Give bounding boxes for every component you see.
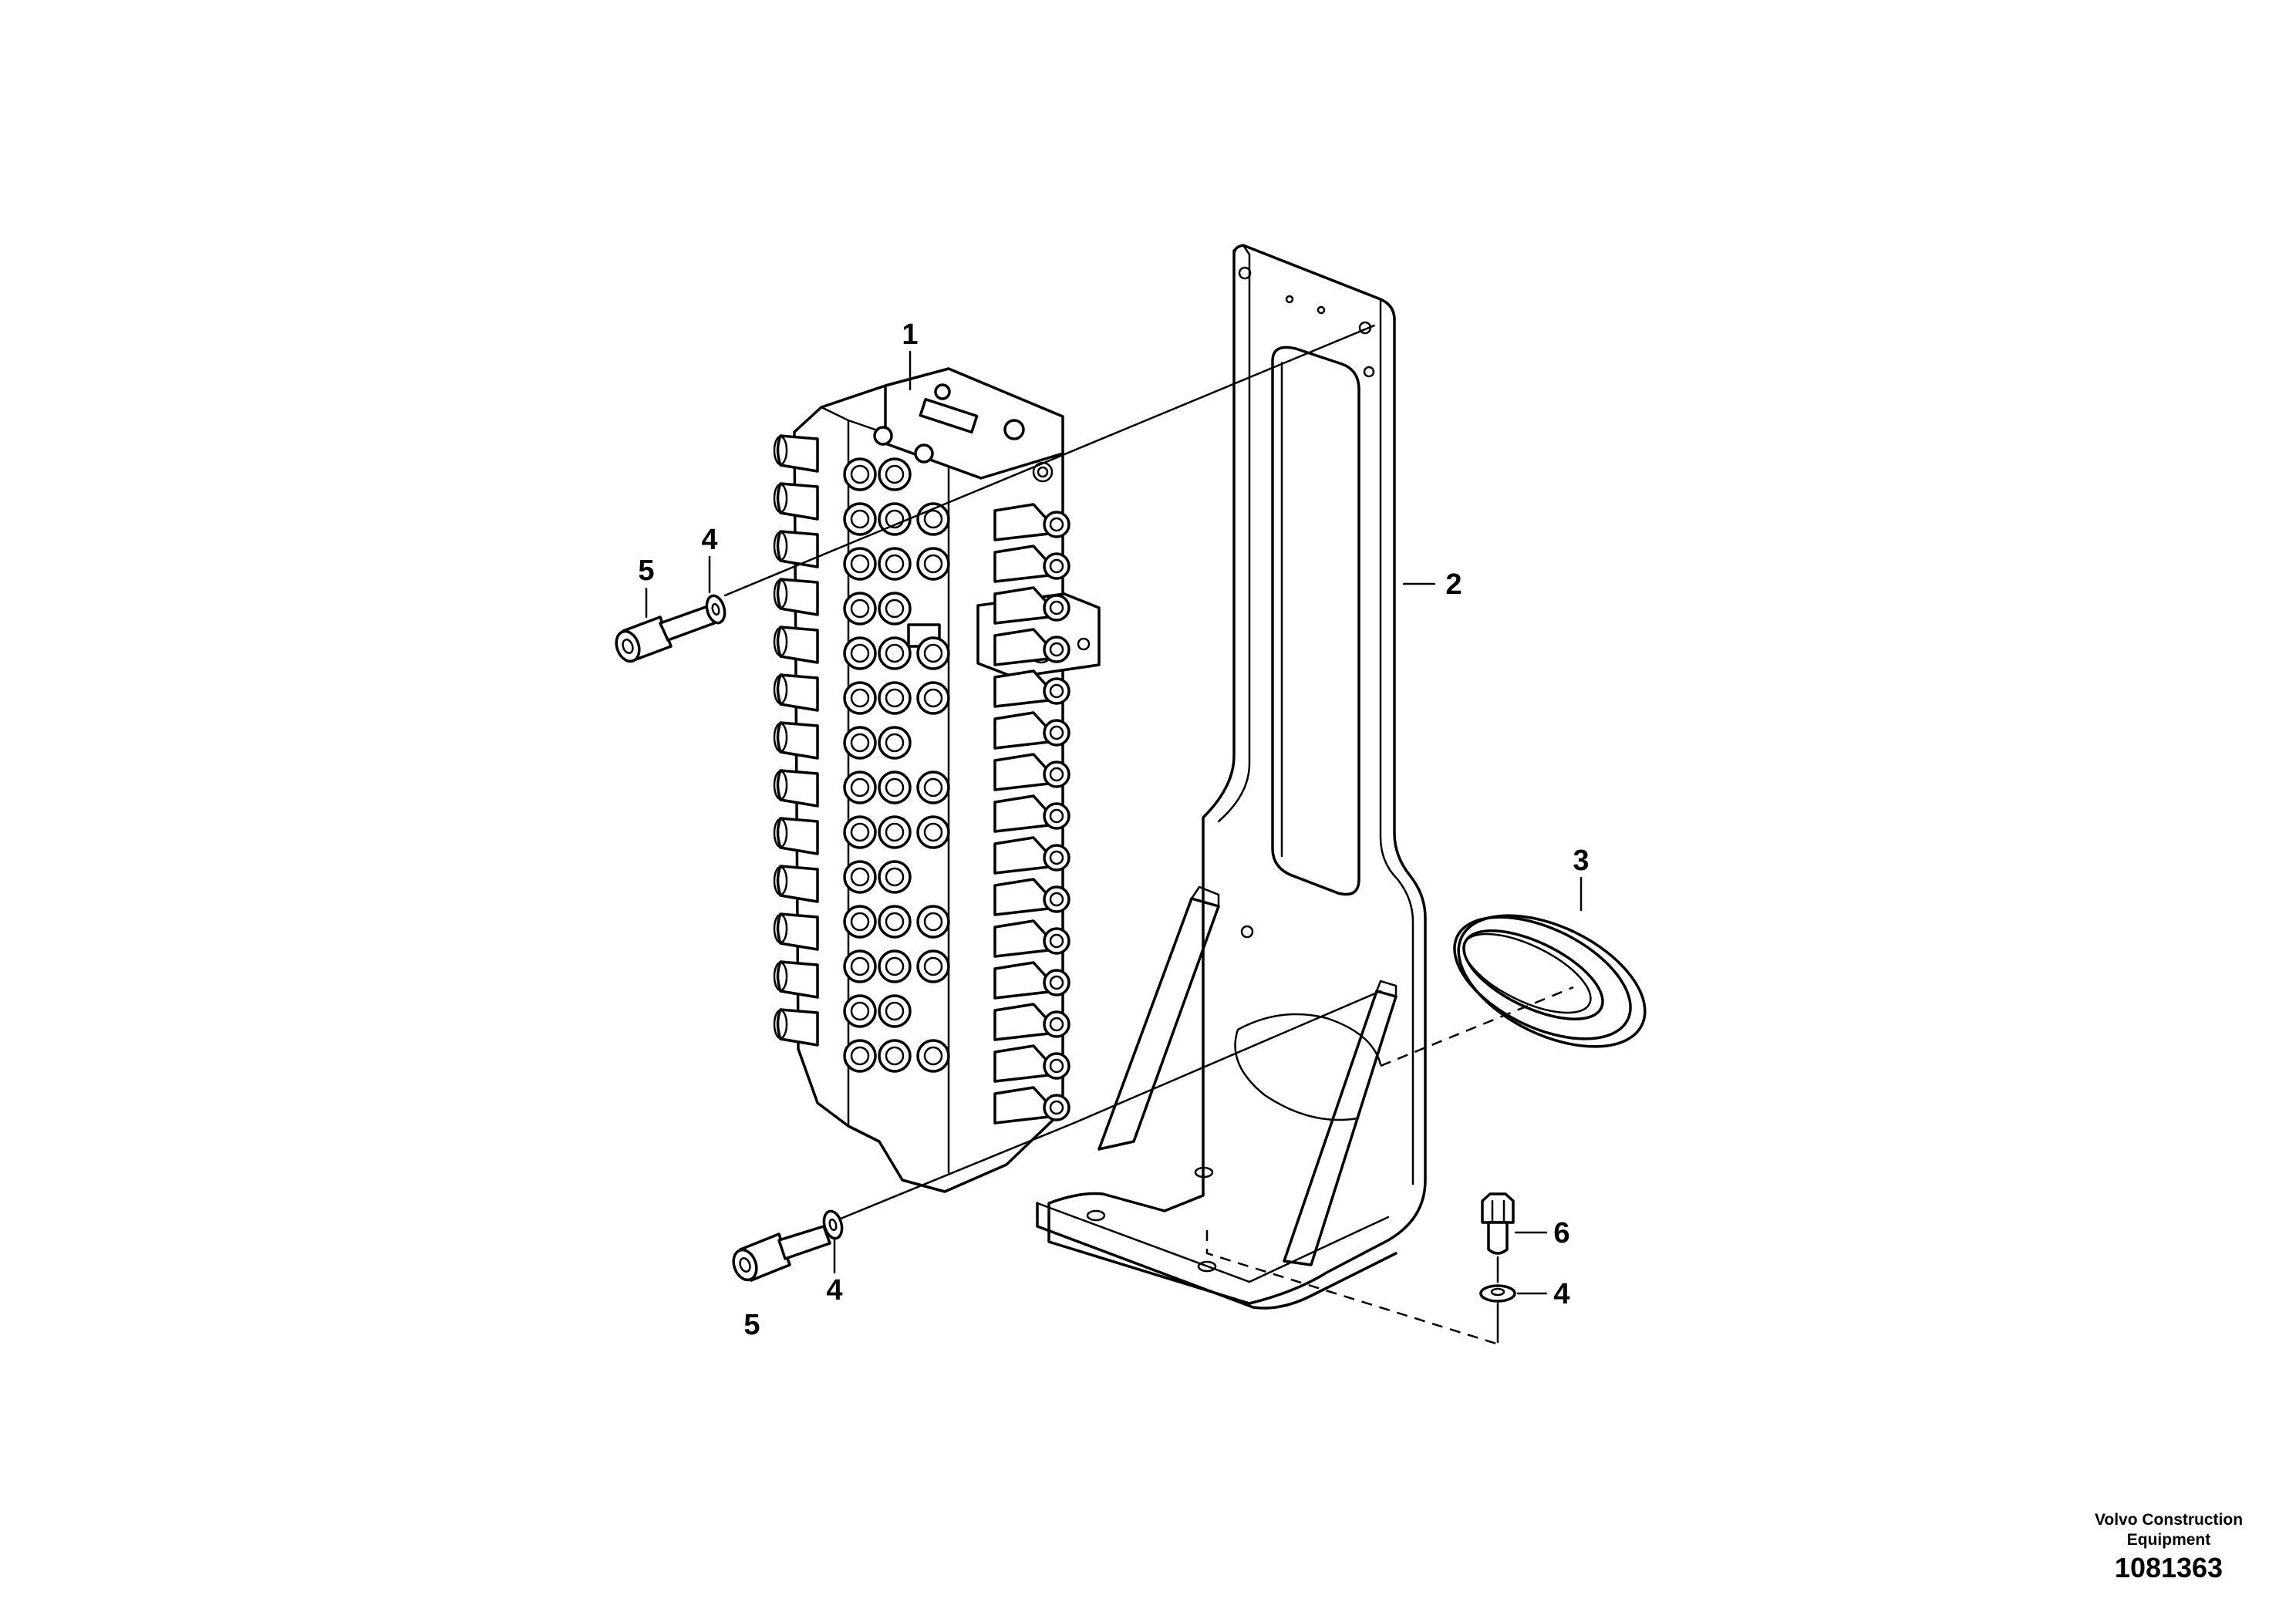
port-fitting bbox=[916, 547, 950, 581]
spool-cap bbox=[776, 817, 819, 855]
callout-3: 3 bbox=[1573, 845, 1589, 877]
port-fitting bbox=[843, 994, 877, 1028]
callout-5-lower: 5 bbox=[743, 1309, 760, 1341]
port-fitting bbox=[878, 905, 912, 939]
spool-cap bbox=[776, 912, 819, 951]
spool-cap bbox=[776, 626, 819, 664]
callout-6: 6 bbox=[1553, 1217, 1569, 1249]
port-fitting bbox=[843, 815, 877, 849]
spool-cap bbox=[776, 769, 819, 808]
port-fitting bbox=[916, 905, 950, 939]
port-fitting bbox=[843, 592, 877, 626]
callout-1: 1 bbox=[902, 319, 918, 351]
port-fitting bbox=[843, 457, 877, 491]
port-fitting bbox=[843, 949, 877, 983]
spool-cap bbox=[776, 482, 819, 521]
washer-bolt bbox=[1479, 1284, 1516, 1303]
rubber-grommet bbox=[1453, 914, 1647, 1048]
port-fitting bbox=[916, 681, 950, 715]
port-fitting bbox=[878, 547, 912, 581]
callout-4-upper: 4 bbox=[701, 524, 717, 556]
port-fitting bbox=[843, 502, 877, 536]
callout-labels: 1 2 3 4 4 4 5 5 6 bbox=[638, 319, 1589, 1341]
spool-cap bbox=[776, 578, 819, 616]
port-fitting bbox=[843, 860, 877, 894]
port-fitting bbox=[843, 636, 877, 670]
port-fitting bbox=[878, 457, 912, 491]
port-fitting bbox=[878, 1039, 912, 1073]
spool-cap bbox=[776, 865, 819, 903]
washer-lower bbox=[822, 1209, 844, 1240]
callout-2: 2 bbox=[1445, 568, 1462, 601]
port-fitting bbox=[878, 636, 912, 670]
port-fitting bbox=[843, 905, 877, 939]
port-fitting bbox=[916, 636, 950, 670]
footer-credit: Volvo Construction Equipment 1081363 bbox=[2095, 1511, 2243, 1583]
port-fitting bbox=[878, 771, 912, 804]
spool-cap bbox=[776, 530, 819, 568]
callout-5-upper: 5 bbox=[638, 555, 654, 587]
port-fitting bbox=[878, 860, 912, 894]
port-fitting bbox=[843, 1039, 877, 1073]
spool-cap bbox=[776, 434, 819, 473]
port-fitting bbox=[916, 815, 950, 849]
port-fitting bbox=[843, 681, 877, 715]
port-fitting bbox=[916, 771, 950, 804]
port-fitting bbox=[843, 771, 877, 804]
spool-cap bbox=[776, 960, 819, 999]
port-fitting bbox=[878, 592, 912, 626]
port-fitting bbox=[878, 681, 912, 715]
spool-cap bbox=[776, 721, 819, 760]
cap-screw-upper bbox=[615, 605, 716, 663]
washer-upper bbox=[705, 594, 727, 625]
callout-4-right: 4 bbox=[1553, 1278, 1569, 1310]
document-number: 1081363 bbox=[2115, 1552, 2223, 1583]
callout-4-lower: 4 bbox=[826, 1274, 842, 1307]
valve-port-fittings bbox=[773, 434, 1070, 1125]
port-fitting bbox=[916, 1039, 950, 1073]
port-fitting bbox=[843, 547, 877, 581]
spool-cap bbox=[776, 673, 819, 712]
port-fitting bbox=[843, 726, 877, 760]
cap-screw-lower bbox=[732, 1225, 831, 1282]
credit-line-2: Equipment bbox=[2127, 1531, 2211, 1549]
port-fitting bbox=[878, 815, 912, 849]
port-fitting bbox=[878, 949, 912, 983]
hex-bolt bbox=[1481, 1192, 1515, 1255]
port-fitting bbox=[878, 994, 912, 1028]
assembly-lines bbox=[645, 324, 1583, 1345]
mounting-bracket bbox=[1036, 244, 1427, 1310]
credit-line-1: Volvo Construction bbox=[2095, 1511, 2243, 1529]
spool-cap bbox=[776, 1008, 819, 1047]
port-fitting bbox=[878, 726, 912, 760]
port-fitting bbox=[916, 949, 950, 983]
